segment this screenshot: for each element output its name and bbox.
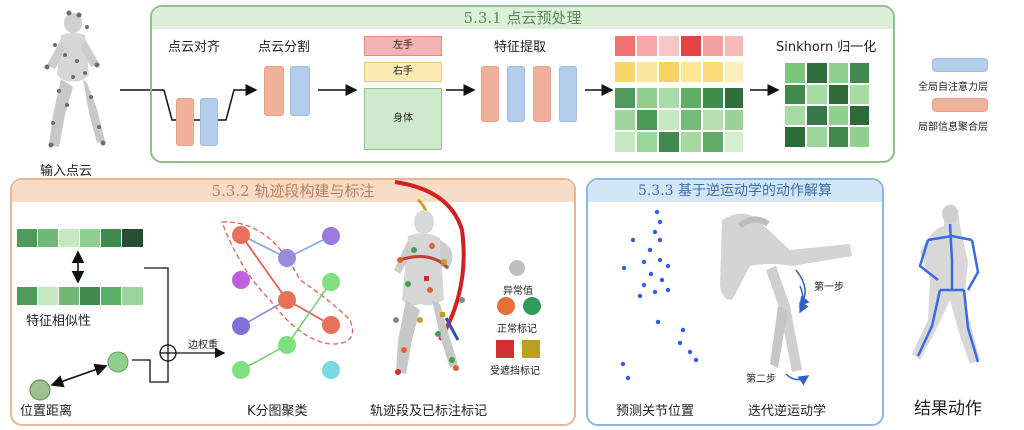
left-hand-box: 左手 (364, 36, 442, 56)
segment-bar-blue (290, 66, 310, 116)
legend-global-label: 全局自注意力层 (918, 82, 988, 93)
sinkhorn-matrix (784, 62, 870, 148)
predicted-joints-label: 预测关节位置 (616, 404, 695, 419)
feature-row-bottom (16, 286, 144, 306)
normal-label: 正常标记 (497, 324, 537, 335)
outlier-label: 异常值 (503, 286, 533, 297)
ik-label: 迭代逆运动学 (748, 404, 827, 419)
align-label: 点云对齐 (168, 40, 221, 55)
legend-global-swatch (932, 58, 988, 72)
feature-row-top (16, 228, 144, 248)
panel-ik-title: 5.3.3 基于逆运动学的动作解算 (588, 180, 882, 202)
align-bar-blue (200, 98, 218, 146)
feature-bar-red-1 (481, 66, 499, 122)
feature-bar-blue-2 (559, 66, 577, 122)
input-figure-svg (44, 10, 106, 148)
segment-label: 点云分割 (258, 40, 311, 55)
segment-bar-red (264, 66, 284, 116)
panel-preprocess: 5.3.1 点云预处理 (150, 5, 895, 163)
feature-bar-blue-1 (507, 66, 525, 122)
feature-matrix (614, 35, 744, 153)
align-bar-red (176, 98, 194, 146)
feature-bar-red-2 (533, 66, 551, 122)
feature-sim-label: 特征相似性 (26, 314, 92, 329)
input-label: 输入点云 (40, 164, 93, 179)
edge-weight-label: 边权重 (188, 340, 218, 351)
occluded-label: 受遮挡标记 (490, 366, 540, 377)
panel-ik: 5.3.3 基于逆运动学的动作解算 (586, 178, 884, 426)
legend-local-swatch (932, 98, 988, 112)
legend-local-label: 局部信息聚合层 (918, 122, 988, 133)
sinkhorn-label: Sinkhorn 归一化 (776, 40, 877, 55)
kgraph-label: K分图聚类 (247, 404, 308, 419)
result-label: 结果动作 (914, 399, 982, 419)
panel-preprocess-title: 5.3.1 点云预处理 (152, 7, 893, 29)
input-figure (25, 5, 120, 155)
step2-label: 第二步 (746, 374, 776, 385)
trajectory-result-label: 轨迹段及已标注标记 (370, 404, 488, 419)
position-dist-label: 位置距离 (20, 404, 73, 419)
body-box: 身体 (364, 88, 442, 150)
step1-label: 第一步 (814, 282, 844, 293)
feature-label: 特征提取 (494, 40, 547, 55)
right-hand-box: 右手 (364, 62, 442, 82)
